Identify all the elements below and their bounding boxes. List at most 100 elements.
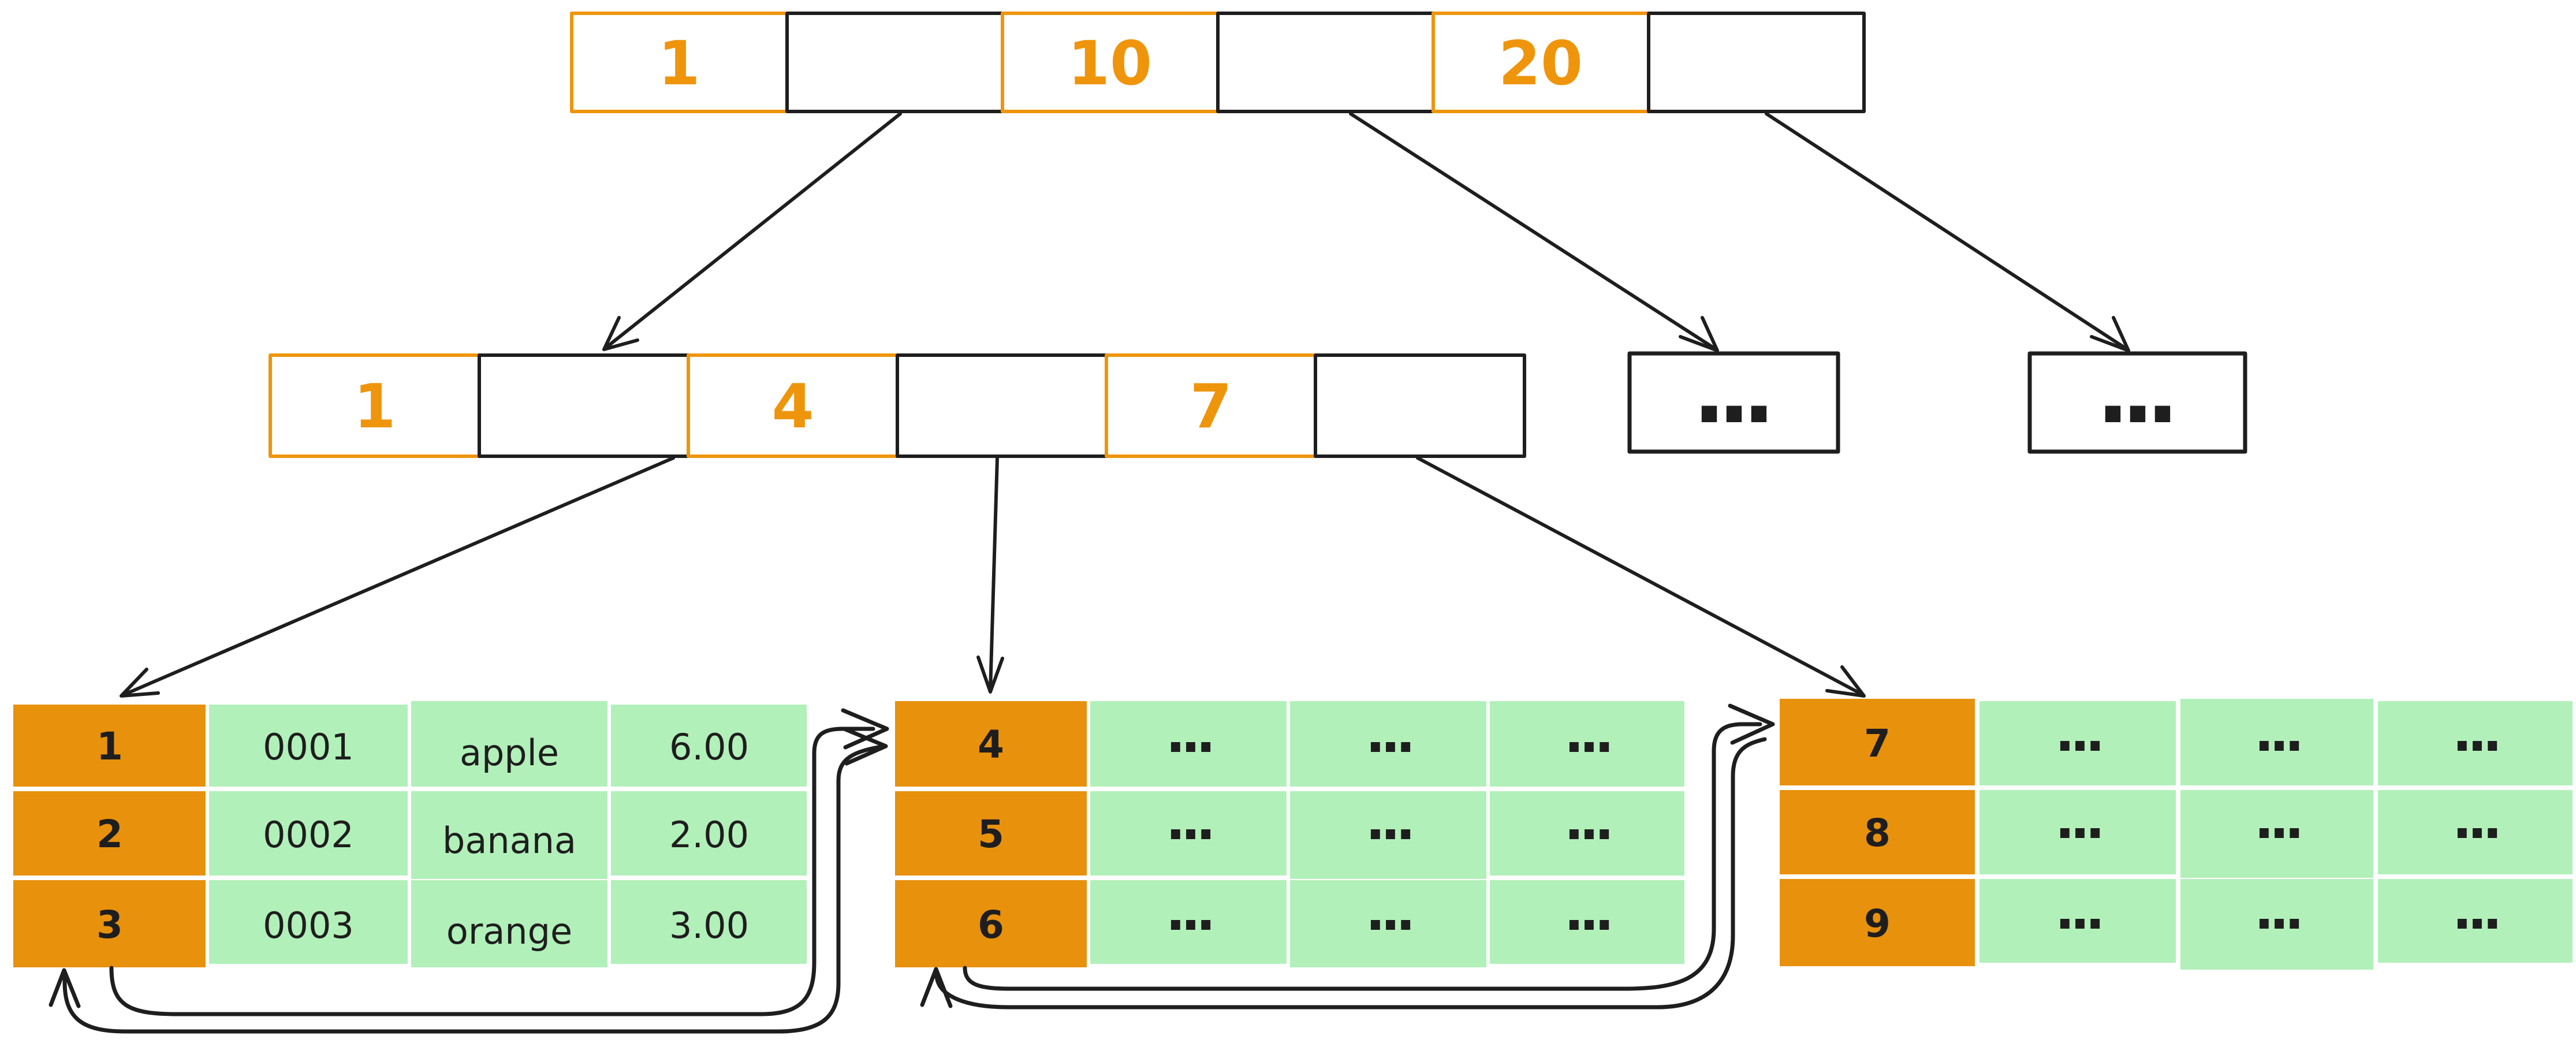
overflow-dots: ... [2097,342,2171,443]
arrow-internal-to-leaf-3 [1416,456,1865,696]
leaf-value: 3.00 [669,904,749,947]
leaf-dots: ... [2452,881,2498,941]
leaf-dots: ... [1166,704,1211,765]
leaf-dots: ... [1564,791,1610,852]
arrow-leaf2-prev [62,744,887,1034]
leaf-value: banana [442,820,576,862]
leaf-dots: ... [2055,703,2101,763]
leaf-value: 2.00 [669,814,749,856]
root-cell-key-20 [1431,12,1650,113]
leaf-dots: ... [2254,881,2300,941]
arrowhead [1679,316,1719,352]
leaf-table-2: 4 ... ... ... 5 ... ... ... 6 ... ... ..… [895,701,1684,967]
arrow-root-to-overflow-2 [1765,112,2129,351]
internal-key-label: 4 [771,371,814,442]
leaf-dots: ... [1564,704,1610,765]
arrowhead [1728,703,1775,745]
leaf-value: 0002 [263,814,354,856]
leaf-key: 9 [1864,902,1891,946]
arrow-leaf3-prev [933,737,1767,1010]
leaf-data-cell [209,880,408,964]
arrow-leaf2-next [963,722,1762,991]
arrow-internal-to-leaf-2 [989,456,999,692]
overflow-node-1: ... [1627,342,1840,454]
leaf-data-cell [1979,790,2176,874]
leaf-dots: ... [2452,703,2498,763]
leaf-key-cell [895,791,1087,876]
leaf-value: 0003 [263,904,354,947]
leaf-key: 6 [978,903,1004,947]
leaf-table-3: 7 ... ... ... 8 ... ... ... 9 ... ... ..… [1780,699,2573,970]
leaf-data-cell [611,791,807,876]
leaf-data-cell [2378,790,2573,874]
leaf-dots: ... [2452,790,2498,851]
leaf-key: 4 [978,722,1004,767]
leaf-dots: ... [1366,791,1411,852]
leaf-key: 5 [978,812,1004,856]
arrowhead [1825,665,1866,698]
leaf-dots: ... [2254,703,2300,763]
internal-cell-pointer-3 [1314,353,1526,458]
leaf-data-cell [611,705,807,787]
internal-key-label: 1 [353,371,396,442]
root-node: 1 10 20 [570,12,1866,113]
arrow-internal-to-leaf-1 [122,456,675,696]
leaf-data-cell [2378,701,2573,785]
leaf-key-cell [13,705,206,787]
overflow-box [1627,351,1840,454]
leaf-data-cell [2180,879,2373,970]
leaf-data-cell [1090,701,1287,787]
leaf-value: apple [460,732,559,774]
root-cell-key-10 [1001,12,1220,113]
leaf-key: 2 [96,812,123,856]
leaf-key-cell [1780,790,1975,874]
leaf-dots: ... [2055,881,2101,941]
leaf-dots: ... [2055,790,2101,851]
leaf-data-cell [1290,701,1486,787]
leaf-data-cell [1090,880,1287,964]
leaf-dots: ... [2254,790,2300,851]
arrowhead [602,316,639,351]
leaf-key-cell [895,880,1087,967]
root-key-label: 10 [1068,28,1152,99]
leaf-data-cell [1290,880,1486,967]
leaf-dots: ... [1166,791,1211,852]
leaf-data-cell [411,880,607,967]
root-key-label: 20 [1498,28,1583,99]
leaf-key-cell [1780,879,1975,966]
leaf-key: 1 [96,724,123,769]
leaf-data-cell [411,791,607,879]
leaf-data-cell [1490,701,1684,787]
leaf-key-cell [13,880,206,967]
leaf-value: 0001 [263,726,354,768]
overflow-box [2027,351,2247,454]
arrowhead [120,668,160,698]
arrow-root-to-overflow-1 [1349,112,1718,351]
leaf-data-cell [411,701,607,787]
leaf-data-cell [2378,879,2573,963]
leaf-data-cell [209,791,408,876]
internal-cell-key-4 [687,353,899,458]
leaf-data-cell [1490,791,1684,876]
leaf-data-cell [1979,879,2176,963]
arrow-leaf1-next [109,727,875,1016]
leaf-data-cell [209,705,408,787]
root-cell-key-1 [570,12,789,113]
leaf-table-1: 1 0001 apple 6.00 2 0002 banana 2.00 3 0… [13,701,807,967]
root-key-label: 1 [658,28,700,99]
root-cell-pointer-1 [785,12,1004,113]
leaf-data-cell [2180,699,2373,785]
arrowhead [976,655,1004,694]
arrowhead [920,967,953,1008]
leaf-dots: ... [1166,882,1211,943]
leaf-dots: ... [1564,882,1610,943]
leaf-data-cell [611,880,807,964]
internal-to-leaf-arrows [120,456,1866,698]
leaf-linked-list-arrows [49,703,1775,1034]
leaf-key-cell [1780,699,1975,785]
leaf-key-cell [13,791,206,876]
leaf-dots: ... [1366,704,1411,765]
internal-cell-key-7 [1105,353,1317,458]
